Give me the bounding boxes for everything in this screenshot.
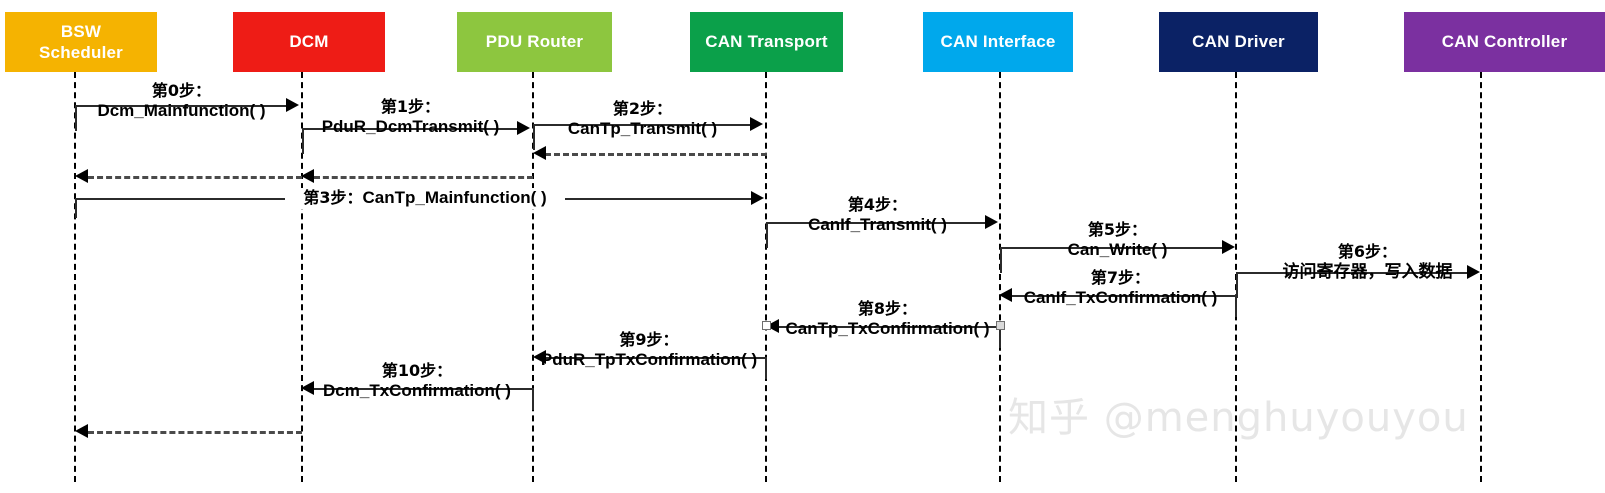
message-7-line: [1012, 295, 1236, 297]
message-5-label: 第5步： Can_Write( ): [1020, 220, 1215, 260]
message-9-step: 第9步：: [619, 330, 679, 349]
lifeline-can-controller: [1480, 72, 1482, 482]
message-0-step: 第0步：: [151, 81, 212, 100]
message-4-arrowhead: [985, 215, 998, 229]
message-1-stub: [302, 128, 304, 154]
watermark: 知乎 @menghuyouyou: [1008, 395, 1469, 441]
message-3-step: 第3步：: [303, 188, 363, 207]
message-1-step: 第1步：: [380, 97, 441, 116]
participant-bsw-scheduler[interactable]: BSW Scheduler: [5, 12, 157, 72]
message-4-line: [766, 222, 985, 224]
message-8-end-handle[interactable]: [996, 321, 1005, 330]
return-0-line: [88, 176, 302, 179]
return-10-arrowhead: [75, 424, 88, 438]
message-2-step: 第2步：: [612, 99, 673, 118]
message-10-line: [314, 388, 533, 390]
message-6-function: 访问寄存器，写入数据: [1282, 261, 1453, 282]
message-4-stub: [766, 222, 768, 248]
message-3-stub: [75, 198, 77, 218]
message-10-function: Dcm_TxConfirmation( ): [323, 380, 511, 400]
message-6-line: [1236, 272, 1467, 274]
message-0-arrowhead: [286, 98, 299, 112]
message-9-line: [545, 357, 766, 359]
return-0-arrowhead: [75, 169, 88, 183]
message-2-function: CanTp_Transmit( ): [567, 118, 718, 138]
lifeline-dcm: [301, 72, 303, 482]
lifeline-can-interface: [999, 72, 1001, 482]
message-10-label: 第10步： Dcm_TxConfirmation( ): [312, 361, 522, 401]
participant-label: DCM: [289, 32, 329, 52]
message-1-arrowhead: [517, 121, 530, 135]
message-4-function: CanIf_Transmit( ): [808, 214, 947, 234]
message-8-function: CanTp_TxConfirmation( ): [785, 318, 990, 338]
participant-can-controller[interactable]: CAN Controller: [1404, 12, 1605, 72]
message-0-line: [75, 105, 286, 107]
message-8-step: 第8步：: [857, 299, 918, 318]
participant-label: CAN Transport: [705, 32, 828, 52]
message-6-label: 第6步： 访问寄存器，写入数据: [1250, 242, 1485, 282]
message-1-function: PduR_DcmTransmit( ): [321, 116, 500, 136]
message-7-stub: [1235, 295, 1237, 317]
message-8-start-handle[interactable]: [762, 321, 771, 330]
participant-can-interface[interactable]: CAN Interface: [923, 12, 1073, 72]
participant-label-line1: BSW: [60, 21, 102, 41]
message-9-stub: [765, 357, 767, 379]
participant-label: CAN Controller: [1441, 32, 1568, 52]
message-5-line: [1000, 247, 1222, 249]
message-10-arrowhead: [301, 381, 314, 395]
message-9-label: 第9步： PduR_TpTxConfirmation( ): [534, 330, 764, 370]
message-2-line: [533, 124, 750, 126]
message-3-label: 第3步：CanTp_Mainfunction( ): [285, 188, 565, 209]
message-4-step: 第4步：: [847, 195, 908, 214]
message-5-step: 第5步：: [1087, 220, 1148, 239]
message-10-step: 第10步：: [381, 361, 453, 380]
message-7-arrowhead: [999, 288, 1012, 302]
participant-label: PDU Router: [485, 32, 584, 52]
message-3-arrowhead: [751, 191, 764, 205]
message-1-line: [302, 128, 517, 130]
return-1-line: [314, 176, 533, 179]
message-2-stub: [533, 124, 535, 150]
message-0-function: Dcm_Mainfunction( ): [97, 100, 266, 120]
participant-dcm[interactable]: DCM: [233, 12, 385, 72]
message-5-arrowhead: [1222, 240, 1235, 254]
participant-label: CAN Driver: [1192, 32, 1285, 52]
participant-label-line2: Scheduler: [39, 43, 123, 62]
participant-pdu-router[interactable]: PDU Router: [457, 12, 612, 72]
return-2-arrowhead: [533, 146, 546, 160]
message-7-step: 第7步：: [1090, 268, 1151, 287]
message-7-function: CanIf_TxConfirmation( ): [1023, 287, 1218, 307]
message-1-label: 第1步： PduR_DcmTransmit( ): [308, 97, 513, 137]
lifeline-can-transport: [765, 72, 767, 482]
message-8-line: [778, 326, 1000, 328]
message-6-arrowhead: [1467, 265, 1480, 279]
lifeline-pdu-router: [532, 72, 534, 482]
participant-label: CAN Interface: [940, 32, 1056, 52]
message-4-label: 第4步： CanIf_Transmit( ): [780, 195, 975, 235]
participant-can-transport[interactable]: CAN Transport: [690, 12, 843, 72]
message-5-function: Can_Write( ): [1067, 239, 1168, 259]
return-2-line: [545, 153, 767, 156]
message-6-step: 第6步：: [1337, 242, 1398, 261]
message-8-stub: [999, 326, 1001, 348]
message-2-arrowhead: [750, 117, 763, 131]
lifeline-bsw-scheduler: [74, 72, 76, 482]
message-7-label: 第7步： CanIf_TxConfirmation( ): [1013, 268, 1228, 308]
message-0-stub: [75, 105, 77, 131]
message-6-stub: [1236, 272, 1238, 298]
message-3-function: CanTp_Mainfunction( ): [362, 188, 547, 207]
message-0-label: 第0步： Dcm_Mainfunction( ): [84, 81, 279, 121]
return-1-arrowhead: [301, 169, 314, 183]
participant-can-driver[interactable]: CAN Driver: [1159, 12, 1318, 72]
message-5-stub: [1000, 247, 1002, 273]
return-10-line: [88, 431, 302, 434]
message-9-arrowhead: [533, 350, 546, 364]
message-8-label: 第8步： CanTp_TxConfirmation( ): [780, 299, 995, 339]
message-2-label: 第2步： CanTp_Transmit( ): [545, 99, 740, 139]
message-10-stub: [532, 388, 534, 410]
message-9-function: PduR_TpTxConfirmation( ): [540, 349, 758, 369]
